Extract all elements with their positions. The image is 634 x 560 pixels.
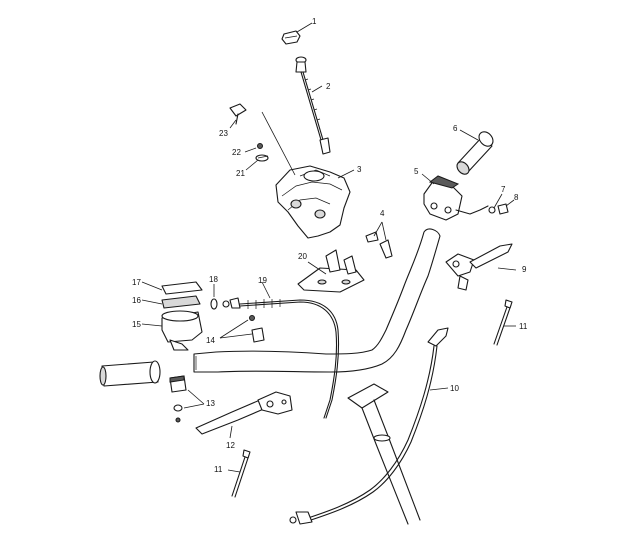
gauge-rod-part [295,56,331,155]
fitting-8-part [497,199,515,215]
callout-20: 20 [298,252,307,261]
callout-17: 17 [132,278,141,287]
callout-13: 13 [206,399,215,408]
callout-22: 22 [232,148,241,157]
callout-21: 21 [236,169,245,178]
clip-4-part [365,221,393,259]
callout-10: 10 [450,384,459,393]
fuel-tank-part [261,111,355,239]
callout-7: 7 [501,185,506,194]
clamp-21-part [245,154,269,171]
left-grip-part [99,360,161,387]
clamp-13-part [169,375,205,423]
callout-19: 19 [258,276,267,285]
callout-1: 1 [312,17,317,26]
callout-8: 8 [514,193,519,202]
screw-22-part [244,143,263,153]
callout-9: 9 [522,265,527,274]
callout-16: 16 [132,296,141,305]
callout-14: 14 [206,336,215,345]
handlebar-part [193,228,441,373]
callout-labels: 1 2 3 4 5 6 7 8 9 10 11 11 12 13 14 15 1… [132,17,528,474]
master-cylinder-part [141,310,203,351]
reservoir-cap-part [141,281,203,295]
brake-lever-right-part [445,243,517,291]
throttle-cable-part [289,327,449,525]
callout-5: 5 [414,167,419,176]
o-ring-18-part [210,284,218,310]
throttle-grip-part [456,129,494,175]
diaphragm-part [141,295,201,309]
callout-2: 2 [326,82,331,91]
clamp-14-part [219,315,265,343]
callout-23: 23 [219,129,228,138]
brake-lever-left-part [195,391,293,439]
callout-12: 12 [226,441,235,450]
fuel-cap-part [281,22,313,45]
rod-11-left-part [227,449,251,498]
mounting-bracket-part [297,249,365,293]
choke-cable-part [222,281,340,419]
callout-11a: 11 [519,322,528,331]
rod-11-right-part [493,299,516,346]
throttle-housing-part [421,173,489,221]
callout-18: 18 [209,275,218,284]
callout-3: 3 [357,165,362,174]
callout-11b: 11 [214,465,223,474]
callout-4: 4 [380,209,385,218]
callout-6: 6 [453,124,458,133]
fitting-7-part [488,193,503,214]
bolt-23-part [229,103,247,129]
callout-15: 15 [132,320,141,329]
steering-stem-part [347,383,421,525]
